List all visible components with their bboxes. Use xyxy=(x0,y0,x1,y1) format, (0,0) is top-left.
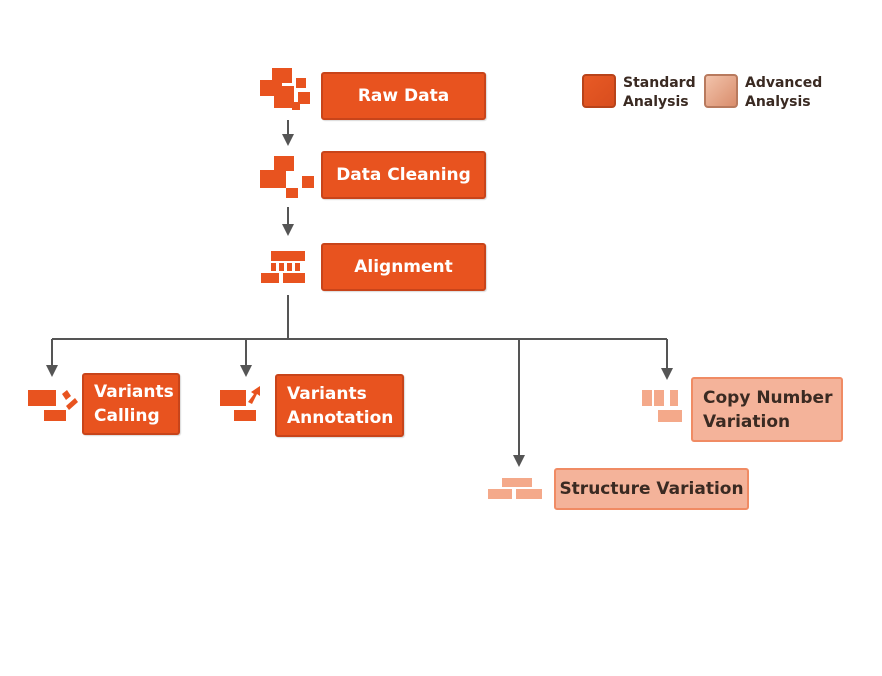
copy-number-variation-label-line1: Copy Number xyxy=(703,387,833,408)
data-cleaning-icon xyxy=(260,156,314,198)
data-cleaning-box[interactable]: Data Cleaning xyxy=(321,151,486,199)
legend-advanced-label: Advanced Analysis xyxy=(745,75,823,110)
copy-number-variation-label-line2: Variation xyxy=(703,411,791,432)
alignment-icon xyxy=(261,251,305,283)
raw-data-label: Raw Data xyxy=(357,86,450,106)
variants-annotation-label-line2: Annotation xyxy=(287,407,394,428)
variants-calling-label-line2: Calling xyxy=(94,406,160,426)
structure-variation-icon xyxy=(488,478,542,499)
variants-calling-box[interactable]: Variants Calling xyxy=(82,373,180,435)
structure-variation-box[interactable]: Structure Variation xyxy=(554,468,749,510)
variants-calling-label-line1: Variants xyxy=(94,382,174,402)
copy-number-variation-box[interactable]: Copy Number Variation xyxy=(691,377,843,442)
structure-variation-label: Structure Variation xyxy=(559,479,744,499)
legend-advanced-swatch xyxy=(704,74,738,108)
data-cleaning-label: Data Cleaning xyxy=(336,165,471,185)
copy-number-variation-icon xyxy=(642,390,682,422)
raw-data-icon xyxy=(260,68,310,110)
variants-calling-icon xyxy=(28,390,78,421)
variants-annotation-box[interactable]: Variants Annotation xyxy=(275,374,404,437)
legend-standard-swatch xyxy=(582,74,616,108)
alignment-label: Alignment xyxy=(354,257,453,277)
raw-data-box[interactable]: Raw Data xyxy=(321,72,486,120)
alignment-box[interactable]: Alignment xyxy=(321,243,486,291)
variants-annotation-icon xyxy=(220,386,260,421)
legend-standard-label: Standard Analysis xyxy=(623,75,696,110)
variants-annotation-label-line1: Variants xyxy=(287,383,367,404)
